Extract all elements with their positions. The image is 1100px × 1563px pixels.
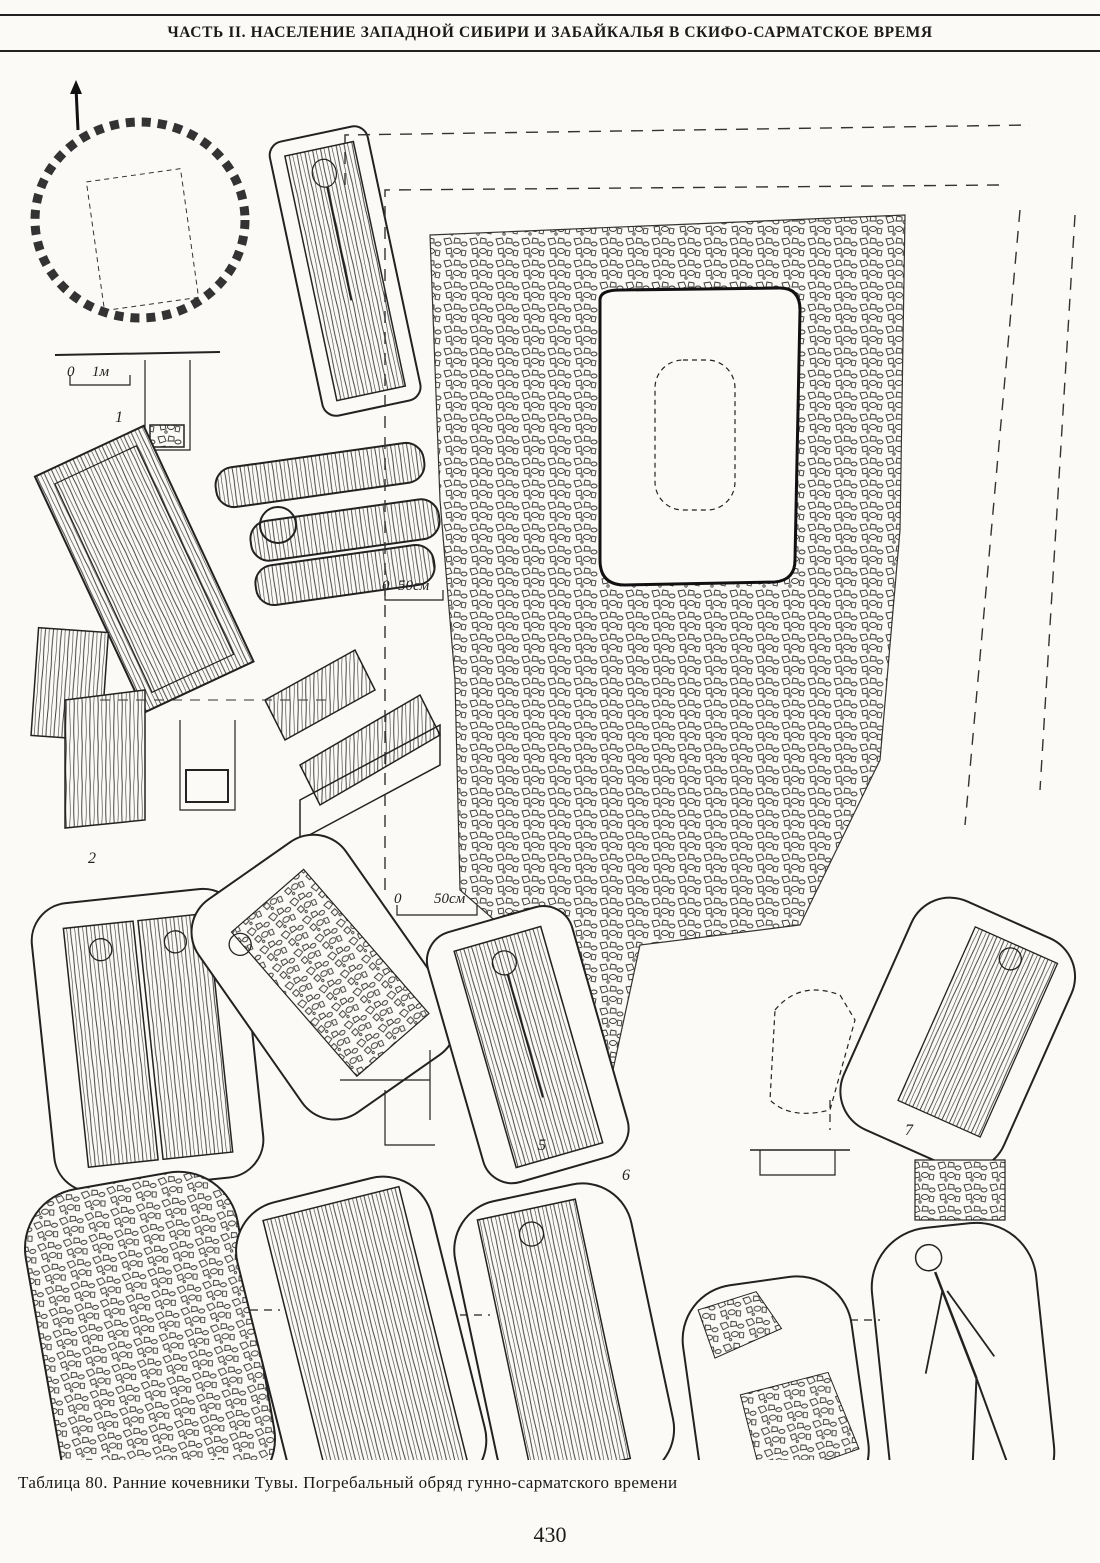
figure-8-section <box>914 1159 1006 1221</box>
figure-label-2: 2 <box>88 850 96 867</box>
header-top-rule <box>0 14 1100 16</box>
header-bottom-rule <box>0 50 1100 52</box>
figure-label-6: 6 <box>622 1167 630 1184</box>
figure-9-stone-burial <box>681 1275 870 1460</box>
scale-1-start: 0 <box>67 364 75 380</box>
figure-4-burial <box>190 833 458 1121</box>
scale-bar-1: 0 1м <box>67 364 131 386</box>
figure-7-stone-cist <box>23 1170 277 1460</box>
scale-3-end: 50см <box>434 891 466 907</box>
scale-1-end: 1м <box>92 364 110 380</box>
scale-2-end: 50см <box>398 578 430 594</box>
page-header: ЧАСТЬ II. НАСЕЛЕНИЕ ЗАПАДНОЙ СИБИРИ И ЗА… <box>0 14 1100 54</box>
figure-label-1: 1 <box>115 409 123 426</box>
figure-caption: Таблица 80. Ранние кочевники Тувы. Погре… <box>18 1473 678 1492</box>
log-frame <box>214 441 441 607</box>
figure-label-5: 5 <box>538 1137 546 1154</box>
figure-2-log-coffins <box>30 424 441 842</box>
figure-1-stone-ring <box>30 117 250 451</box>
north-arrow-icon <box>70 80 82 131</box>
illustration-plate: 0 1м 1 0 50см 2 <box>0 60 1100 1460</box>
figure-5-coffin-burial <box>425 905 630 1185</box>
figure-7-plank-burial <box>235 1175 488 1460</box>
page-number: 430 <box>533 1522 567 1547</box>
scale-3-start: 0 <box>394 891 402 907</box>
figure-9-skeleton-burial <box>870 1221 1056 1460</box>
plate-drawing: 0 1м 1 0 50см 2 <box>23 80 1077 1460</box>
figure-8-burial <box>839 896 1077 1172</box>
scale-2-start: 0 <box>382 578 390 594</box>
running-title: ЧАСТЬ II. НАСЕЛЕНИЕ ЗАПАДНОЙ СИБИРИ И ЗА… <box>167 24 933 41</box>
figure-1-coffin <box>268 125 422 417</box>
figure-6-stone-kurgan <box>344 124 1076 1176</box>
figure-9-coffin-burial <box>453 1182 676 1460</box>
figure-label-8: 7 <box>905 1122 914 1139</box>
scale-bar-3: 0 50см <box>394 891 478 916</box>
